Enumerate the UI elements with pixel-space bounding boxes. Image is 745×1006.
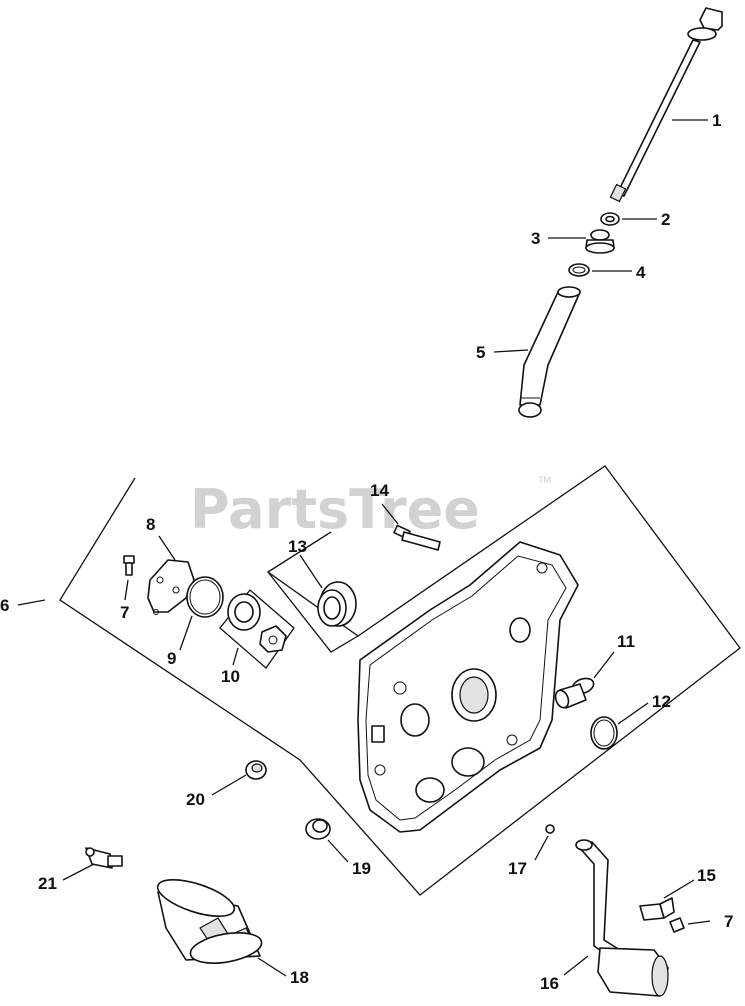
callout-10: 10 [221, 667, 240, 686]
callout-7-upper: 7 [120, 603, 129, 622]
callout-5: 5 [476, 343, 485, 362]
dipstick-tube-part[interactable] [518, 286, 581, 418]
callout-4: 4 [636, 263, 646, 282]
assembly-boundary [59, 465, 741, 896]
pickup-tube-part[interactable] [575, 839, 669, 997]
o-ring-part[interactable] [568, 263, 590, 277]
pump-o-ring-part[interactable] [186, 576, 224, 618]
oil-pump-rotor-part[interactable] [219, 589, 295, 669]
callout-7-lower: 7 [724, 912, 733, 931]
oil-fitting-part[interactable] [553, 676, 595, 710]
callout-1: 1 [712, 111, 721, 130]
oil-seal-part[interactable] [317, 581, 357, 627]
callout-12: 12 [652, 692, 671, 711]
callout-16: 16 [540, 974, 559, 993]
callout-21: 21 [38, 874, 57, 893]
grommet-part[interactable] [585, 229, 615, 254]
callout-18: 18 [290, 968, 309, 987]
pipe-plug-part[interactable] [245, 760, 267, 780]
leader-lines [17, 119, 711, 977]
oil-pressure-switch-part[interactable] [85, 847, 123, 869]
oil-filter-part[interactable] [154, 872, 264, 968]
callout-6: 6 [0, 596, 9, 615]
callout-13: 13 [288, 537, 307, 556]
callout-15: 15 [697, 866, 716, 885]
bracket-screw-part[interactable] [669, 917, 685, 933]
dipstick-part[interactable] [609, 7, 723, 203]
callout-3: 3 [531, 229, 540, 248]
callout-14: 14 [370, 481, 389, 500]
callout-11: 11 [617, 632, 635, 651]
bolt-part[interactable] [123, 555, 135, 576]
fitting-o-ring-part[interactable] [590, 716, 618, 750]
callout-19: 19 [352, 859, 371, 878]
screw-part[interactable] [393, 524, 441, 551]
callout-8: 8 [146, 515, 155, 534]
drain-plug-part[interactable] [305, 818, 331, 840]
bracket-part[interactable] [639, 897, 675, 921]
watermark-tm: TM [538, 475, 551, 485]
watermark-text: PartsTree [190, 478, 480, 541]
callout-20: 20 [186, 790, 205, 809]
oil-pump-cover-part[interactable] [147, 559, 195, 615]
washer-part[interactable] [600, 212, 620, 226]
closure-plate-part[interactable] [357, 541, 579, 833]
small-o-ring-part[interactable] [545, 824, 555, 834]
callout-2: 2 [661, 210, 670, 229]
callout-9: 9 [167, 649, 176, 668]
callout-17: 17 [508, 859, 527, 878]
